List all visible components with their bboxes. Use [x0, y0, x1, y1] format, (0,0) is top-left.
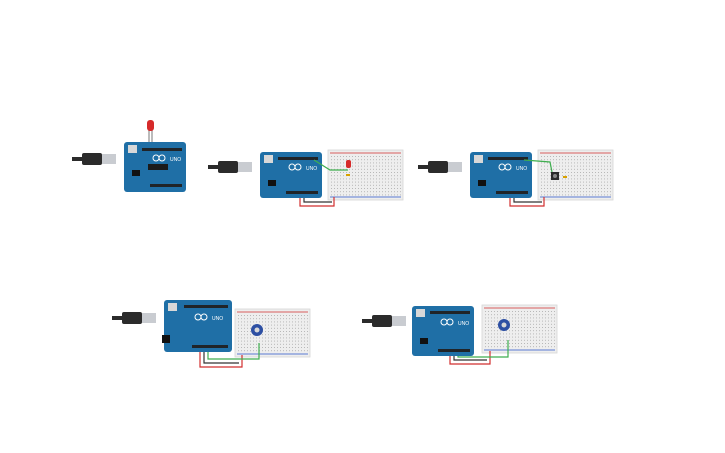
- breadboard[interactable]: [234, 308, 311, 358]
- board-body: UNO: [162, 300, 232, 352]
- breadboard-holes: [238, 315, 308, 352]
- led-component[interactable]: [346, 160, 351, 176]
- potentiometer-component[interactable]: [251, 324, 263, 336]
- wires: [509, 159, 553, 207]
- breadboard[interactable]: [481, 304, 558, 354]
- svg-text:UNO: UNO: [212, 316, 223, 322]
- arduino-breadboard-circuit[interactable]: UNO: [208, 140, 408, 215]
- svg-text:UNO: UNO: [458, 321, 469, 327]
- usb-cable: [112, 312, 156, 324]
- arduino-uno-board[interactable]: UNO: [72, 112, 202, 202]
- circuit-blink-led[interactable]: UNO: [72, 112, 202, 207]
- board-body: UNO: [124, 142, 186, 192]
- usb-cable: [208, 161, 252, 173]
- board-body: UNO: [260, 152, 322, 198]
- circuit-potentiometer-2[interactable]: UNO: [362, 298, 562, 383]
- led-component[interactable]: [147, 120, 154, 142]
- arduino-breadboard-circuit[interactable]: UNO: [112, 295, 312, 375]
- usb-cable: [72, 153, 116, 165]
- circuit-breadboard-led[interactable]: UNO: [208, 140, 408, 220]
- circuit-breadboard-button[interactable]: UNO: [418, 140, 618, 220]
- svg-text:UNO: UNO: [516, 166, 527, 172]
- wires: [299, 159, 348, 207]
- wires: [449, 340, 509, 365]
- svg-text:UNO: UNO: [170, 157, 181, 163]
- usb-cable: [418, 161, 462, 173]
- breadboard[interactable]: [537, 149, 614, 201]
- board-body: UNO: [412, 306, 474, 356]
- svg-text:UNO: UNO: [306, 166, 317, 172]
- breadboard[interactable]: [327, 149, 404, 201]
- arduino-breadboard-circuit[interactable]: UNO: [418, 140, 618, 215]
- breadboard-holes: [485, 311, 555, 348]
- arduino-breadboard-circuit[interactable]: UNO: [362, 298, 562, 378]
- circuit-potentiometer-1[interactable]: UNO: [112, 295, 312, 380]
- board-body: UNO: [470, 152, 532, 198]
- usb-cable: [362, 315, 406, 327]
- wires: [199, 343, 260, 368]
- potentiometer-component[interactable]: [498, 319, 510, 331]
- pushbutton-component[interactable]: [551, 172, 567, 180]
